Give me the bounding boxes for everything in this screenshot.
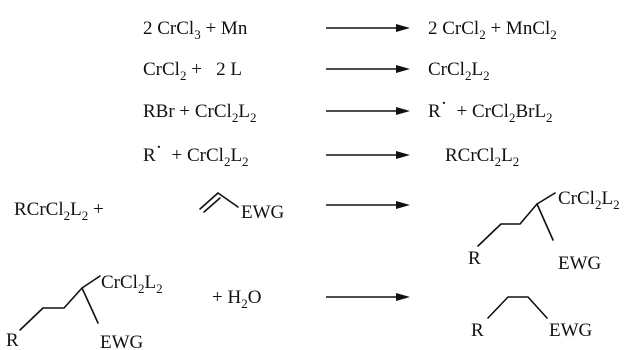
r6-reactant-ewg-label: EWG (100, 332, 144, 350)
formula-subscript: 2 (250, 110, 257, 125)
r5-arrow (325, 200, 411, 210)
formula-subscript: 2 (509, 110, 516, 125)
formula-text: R (428, 101, 441, 122)
radical-dot: · (441, 93, 447, 114)
formula-text: + Mn (201, 18, 248, 39)
formula-text: RCrCl (445, 145, 495, 166)
formula-subscript: 2 (465, 68, 472, 83)
r3-arrow (325, 106, 411, 116)
r5-product-metal-label: CrCl2L2 (558, 188, 620, 212)
r5-alkene-structure: EWG (199, 192, 285, 223)
formula-text: CrCl (143, 59, 180, 80)
alkene-double-bond (203, 197, 221, 213)
formula-text: L (238, 101, 250, 122)
formula-text: L (501, 145, 513, 166)
formula-text: L (601, 188, 613, 209)
r4-arrow (325, 150, 411, 160)
formula-subscript: 2 (82, 208, 89, 223)
formula-subscript: 2 (479, 27, 486, 42)
formula-text: L (144, 272, 156, 293)
formula-text: + CrCl (162, 145, 224, 166)
formula-text: 2 CrCl (143, 18, 194, 39)
formula-subscript: 3 (194, 27, 201, 42)
r4-reactants: R· + CrCl2L2 (143, 137, 249, 169)
r6-product-structure: R EWG (471, 296, 593, 341)
formula-text: + H (212, 287, 241, 308)
r3-reactants: RBr + CrCl2L2 (143, 101, 256, 125)
formula-subscript: 2 (550, 27, 557, 42)
r6-product-chain (487, 296, 548, 319)
r6-product-ewg-label: EWG (549, 320, 593, 341)
formula-text: RCrCl (14, 199, 64, 220)
formula-subscript: 2 (224, 154, 231, 169)
r6-reactant-ewg-bond (81, 287, 99, 324)
formula-subscript: 2 (546, 110, 553, 125)
r5-product-ewg-label: EWG (558, 253, 602, 274)
r5-reactant-organochromium: RCrCl2L2 + (14, 199, 104, 223)
r1-products: 2 CrCl2 + MnCl2 (428, 18, 557, 42)
r5-product-r-label: R (468, 248, 481, 269)
formula-subscript: 2 (156, 281, 163, 296)
alkene-ewg-label: EWG (241, 202, 285, 223)
r4-products: RCrCl2L2 (445, 145, 519, 169)
formula-subscript: 2 (138, 281, 145, 296)
r3-products: R· + CrCl2BrL2 (428, 93, 553, 125)
formula-subscript: 2 (513, 154, 520, 169)
formula-subscript: 2 (232, 110, 239, 125)
r6-reactant-metal-label: CrCl2L2 (101, 272, 163, 296)
r2-reactants: CrCl2 + 2 L (143, 59, 242, 83)
r6-reactant-chain (19, 275, 101, 331)
formula-text: + (88, 199, 103, 220)
formula-text: + MnCl (486, 18, 551, 39)
formula-text: + CrCl (447, 101, 509, 122)
r5-product-chain (477, 192, 556, 247)
r6-water-term: + H2O (212, 287, 261, 311)
r2-arrow (325, 64, 411, 74)
formula-subscript: 2 (180, 68, 187, 83)
formula-subscript: 2 (241, 296, 248, 311)
r1-reactants: 2 CrCl3 + Mn (143, 18, 248, 42)
formula-text: RBr + CrCl (143, 101, 232, 122)
alkene-chain-bond (199, 192, 239, 210)
formula-subscript: 2 (495, 154, 502, 169)
formula-text: CrCl (428, 59, 465, 80)
r5-product-structure: R CrCl2L2 EWG (468, 188, 620, 274)
radical-dot: · (156, 137, 162, 158)
formula-text: L (230, 145, 242, 166)
formula-text: O (248, 287, 262, 308)
formula-subscript: 2 (64, 208, 71, 223)
r6-product-r-label: R (471, 320, 484, 341)
r6-reactant-r-label: R (6, 330, 19, 350)
formula-subscript: 2 (595, 197, 602, 212)
formula-text: L (70, 199, 82, 220)
r6-arrow (325, 292, 411, 302)
formula-text: L (471, 59, 483, 80)
formula-text: + 2 L (186, 59, 242, 80)
formula-subscript: 2 (613, 197, 620, 212)
r1-arrow (325, 23, 411, 33)
formula-text: CrCl (558, 188, 595, 209)
formula-text: 2 CrCl (428, 18, 479, 39)
r6-reactant-structure: R CrCl2L2 EWG (6, 272, 163, 350)
formula-text: R (143, 145, 156, 166)
formula-subscript: 2 (483, 68, 490, 83)
r5-product-ewg-bond (536, 203, 554, 241)
formula-text: CrCl (101, 272, 138, 293)
formula-subscript: 2 (242, 154, 249, 169)
formula-text: BrL (515, 101, 546, 122)
r2-products: CrCl2L2 (428, 59, 490, 83)
